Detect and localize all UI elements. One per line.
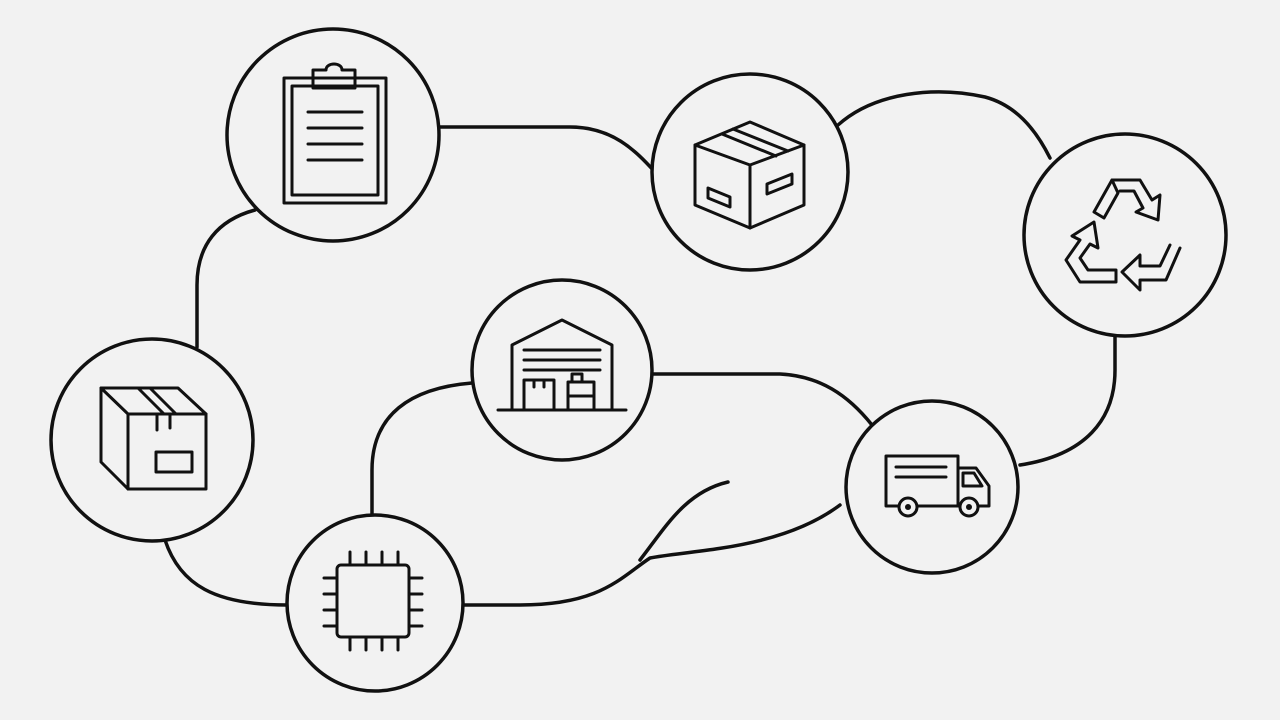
node-order [225, 27, 441, 243]
connector-warehouse-to-truck [650, 372, 874, 427]
connector-clipboard-to-box [436, 125, 657, 174]
node-raw-material [49, 337, 255, 543]
node-circle [285, 513, 465, 693]
connector-recycle-to-truck [1018, 333, 1117, 467]
node-delivery [844, 399, 1020, 575]
node-recycle [1022, 132, 1228, 338]
node-circle [844, 399, 1020, 575]
package-box-icon [99, 386, 208, 491]
shipping-box-icon [693, 120, 806, 230]
node-package [650, 72, 850, 272]
connector-loose-end [638, 480, 730, 562]
connectors [163, 90, 1117, 607]
node-circle [49, 337, 255, 543]
node-warehouse [470, 278, 654, 462]
node-circle [225, 27, 441, 243]
connector-chip-to-warehouse [370, 381, 474, 517]
connector-parcel-to-chip [163, 538, 289, 607]
microchip-icon [322, 550, 424, 652]
clipboard-icon [282, 62, 388, 205]
connector-clipboard-to-parcel [195, 208, 257, 349]
connector-box-to-recycle [836, 90, 1052, 160]
connector-chip-to-truck [461, 503, 842, 607]
node-circle [1022, 132, 1228, 338]
node-manufacturing [285, 513, 465, 693]
delivery-truck-icon [884, 454, 991, 518]
warehouse-icon [496, 318, 628, 412]
recycle-icon [1064, 178, 1182, 292]
